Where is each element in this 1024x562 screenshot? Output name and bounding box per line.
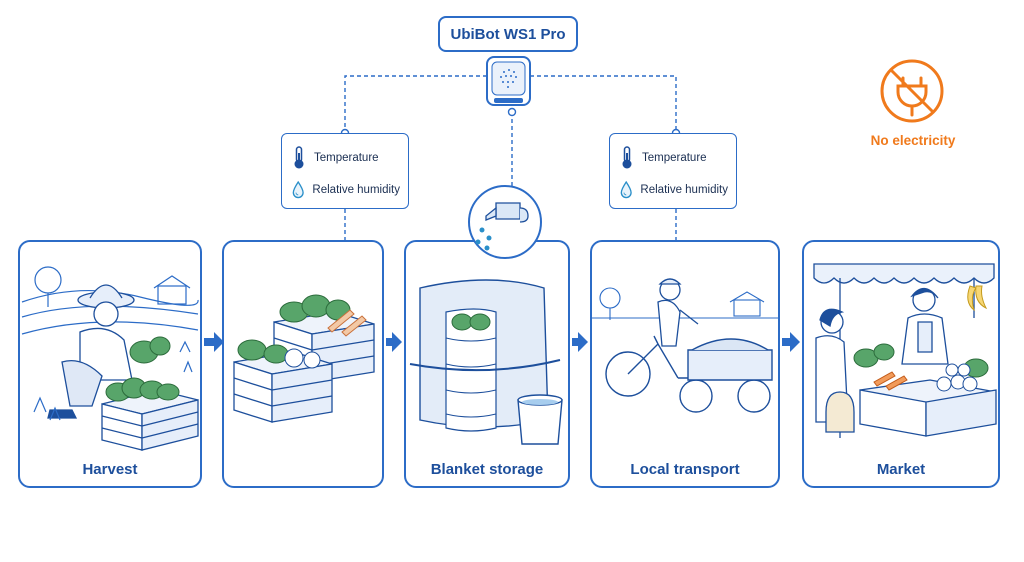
device-name-text: UbiBot WS1 Pro	[450, 25, 566, 43]
droplet-icon	[620, 180, 632, 199]
device-name-label: UbiBot WS1 Pro	[438, 16, 578, 52]
sensor-row-humidity: Relative humidity	[620, 174, 728, 206]
sensor-readings-left: Temperature Relative humidity	[281, 133, 409, 209]
no-electricity-label: No electricity	[870, 133, 956, 148]
stage-label-harvest: Harvest	[82, 461, 138, 478]
market-illustration	[813, 263, 997, 438]
crates-illustration	[233, 294, 375, 423]
flow-arrows	[204, 332, 800, 352]
flow-arrow-1	[204, 332, 224, 352]
stage-card-crates	[222, 240, 384, 488]
transport-illustration	[592, 278, 780, 413]
sensor-row-temperature: Temperature	[620, 142, 728, 174]
flow-arrow-2	[386, 332, 402, 352]
sensor-label-temperature: Temperature	[314, 152, 379, 164]
stage-label-blanket-storage: Blanket storage	[430, 461, 544, 478]
flow-arrow-4	[782, 332, 800, 352]
stage-card-blanket-storage: Blanket storage	[404, 240, 570, 488]
droplet-icon	[292, 180, 304, 199]
sensor-label-temperature: Temperature	[642, 152, 707, 164]
thermometer-icon	[622, 146, 632, 169]
blanket-storage-illustration	[409, 279, 563, 445]
stage-card-harvest: Harvest	[18, 240, 202, 488]
link-device-to-sensor-right	[530, 75, 677, 133]
stage-label-local-transport: Local transport	[630, 461, 740, 478]
sensor-row-humidity: Relative humidity	[292, 174, 400, 206]
sensor-readings-right: Temperature Relative humidity	[609, 133, 737, 209]
sensor-label-humidity: Relative humidity	[640, 184, 728, 196]
thermometer-icon	[294, 146, 304, 169]
sensor-label-humidity: Relative humidity	[312, 184, 400, 196]
stage-card-market: Market	[802, 240, 1000, 488]
link-device-to-sensor-left	[344, 75, 487, 133]
stage-label-market: Market	[876, 461, 926, 478]
harvest-illustration	[21, 266, 199, 451]
sensor-row-temperature: Temperature	[292, 142, 400, 174]
flow-arrow-3	[572, 332, 588, 352]
stage-card-local-transport: Local transport	[590, 240, 780, 488]
